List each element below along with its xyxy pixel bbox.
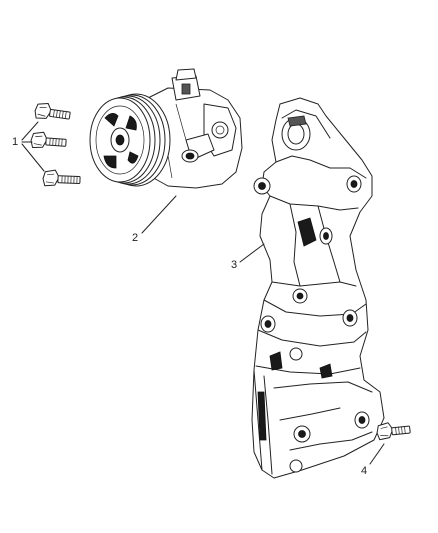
callout-3: 3 [231,259,237,271]
power-steering-pump[interactable] [89,68,243,189]
mounting-bracket[interactable] [251,97,385,479]
bolt-4[interactable] [376,421,411,441]
bolt-1a [34,103,71,120]
leader-lines-1 [21,121,45,172]
callout-2: 2 [132,232,138,244]
bolt-group-1[interactable] [30,102,81,187]
leader-line-3 [239,243,265,263]
bolt-1b [30,131,67,148]
leader-line-4 [369,443,385,465]
leader-line-2 [141,195,177,234]
bolt-1c [42,169,81,187]
callout-1: 1 [12,136,18,148]
callout-4: 4 [361,465,367,477]
